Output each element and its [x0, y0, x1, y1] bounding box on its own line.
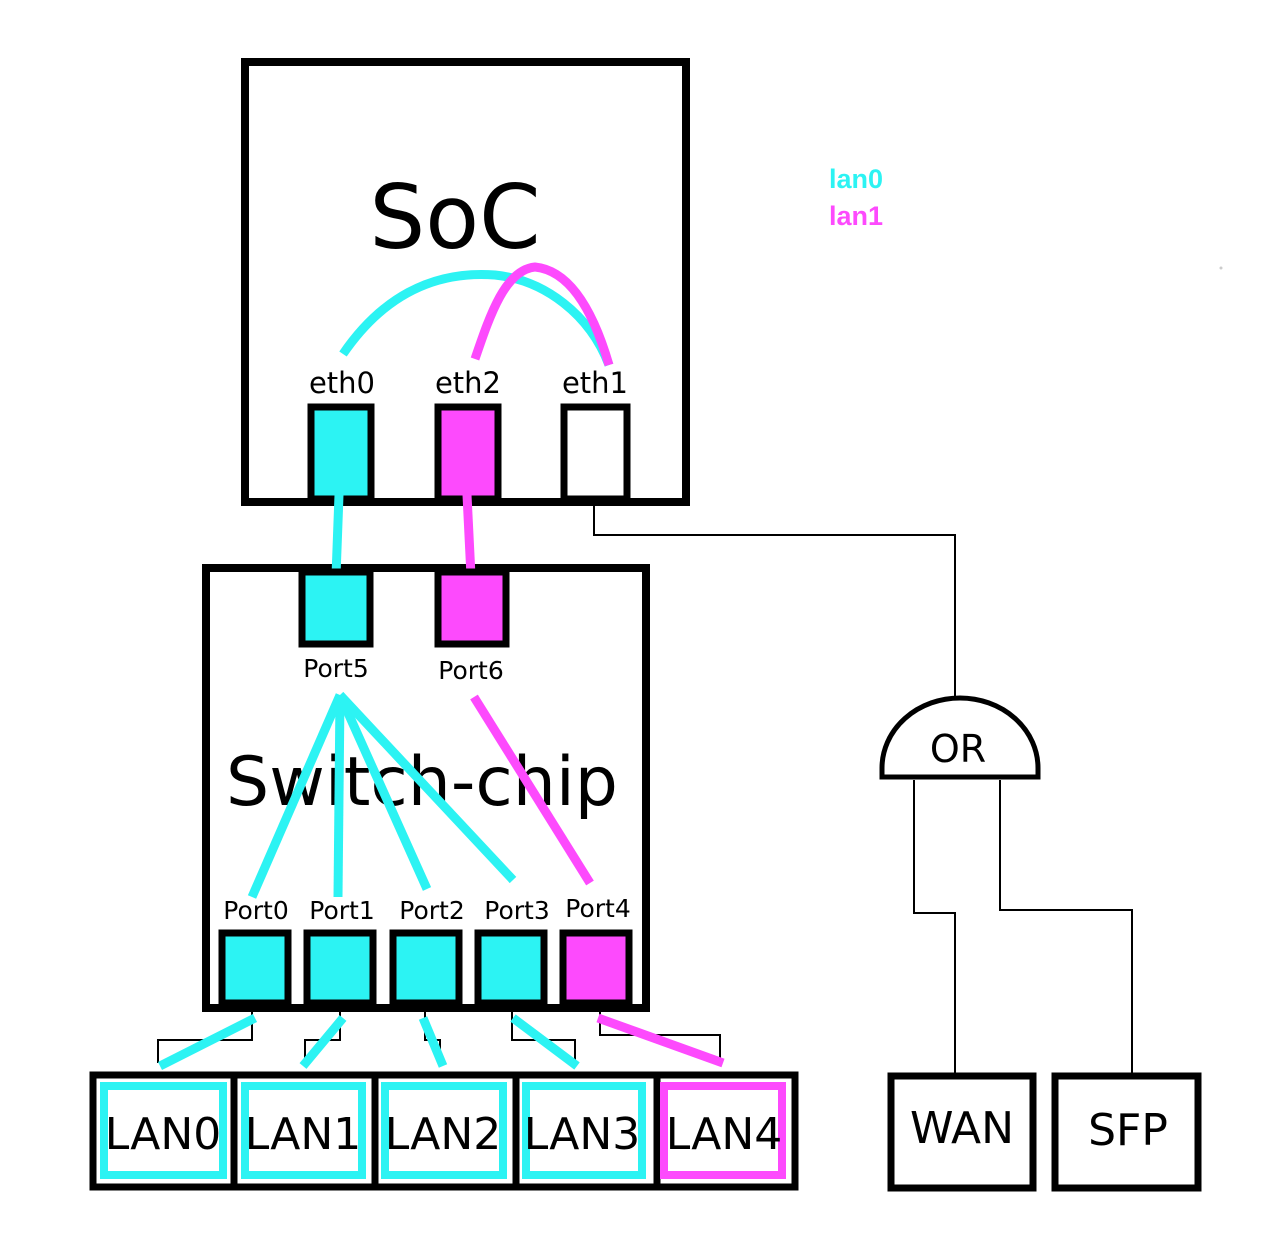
link-port2-lan2: [418, 1016, 448, 1068]
link-eth2-eth1-lan1: [470, 262, 614, 367]
switch-port-label-port0: Port0: [223, 896, 288, 925]
lan-jack-label-lan4: LAN4: [666, 1109, 783, 1160]
legend-lan0: lan0: [829, 164, 883, 194]
link-port3-lan3: [510, 1014, 580, 1070]
switch-port-port4: [559, 929, 633, 1007]
lan-jack-lan0: LAN0: [89, 1071, 238, 1191]
soc-port-eth2: [434, 403, 502, 503]
soc-port-label-eth2: eth2: [435, 366, 501, 400]
switch-port-port2: [389, 929, 463, 1007]
link-port5-port0: [247, 693, 345, 899]
soc-port-eth0: [307, 403, 375, 503]
switch-port-port1: [303, 929, 377, 1007]
sfp-box: [1051, 1072, 1202, 1192]
lan-jack-label-lan2: LAN2: [385, 1109, 502, 1160]
link-port0-lan0: [157, 1013, 258, 1071]
lan-jack-lan2: LAN2: [371, 1071, 520, 1191]
switch-port-label-port3: Port3: [484, 896, 549, 925]
soc-port-label-eth1: eth1: [562, 366, 628, 400]
link-port5-port1: [333, 694, 345, 898]
switch-port-label-port1: Port1: [309, 896, 374, 925]
link-eth0-eth1-lan0: [339, 269, 614, 367]
soc-title: SoC: [369, 166, 540, 269]
link-port5-port2: [335, 693, 432, 891]
wan-box: [887, 1072, 1037, 1192]
lan-jack-lan1: LAN1: [230, 1071, 379, 1191]
link-eth0-port5: [331, 494, 344, 577]
or-gate-label: OR: [930, 727, 986, 771]
link-or-sfp: [999, 780, 1133, 1076]
switch-port-port3: [474, 929, 548, 1007]
soc-port-eth1: [560, 403, 631, 503]
stray-dot: [1219, 266, 1223, 270]
switch-port-label-port2: Port2: [399, 896, 464, 925]
switch-cpu-port-port5: [298, 568, 374, 648]
lan-jack-label-lan0: LAN0: [105, 1109, 222, 1160]
lan-jack-label-lan1: LAN1: [245, 1109, 362, 1160]
lan-jack-lan4: LAN4: [653, 1071, 799, 1191]
switch-port-port0: [218, 929, 292, 1007]
soc-port-label-eth0: eth0: [309, 366, 375, 400]
lan-jack-lan3: LAN3: [512, 1071, 661, 1191]
link-or-wan: [913, 780, 956, 1076]
connector-port0-lan0: [157, 1008, 253, 1063]
sfp-label: SFP: [1088, 1105, 1168, 1156]
link-eth2-port6: [462, 494, 476, 577]
link-port5-port3: [336, 691, 517, 884]
switch-cpu-port-port6: [434, 568, 510, 648]
or-gate: [879, 695, 1041, 780]
legend-lan1: lan1: [829, 201, 883, 231]
switch-cpu-port-label-port6: Port6: [438, 656, 503, 685]
switch-port-label-port4: Port4: [565, 894, 630, 923]
link-port6-port4: [470, 694, 594, 886]
lan-jack-label-lan3: LAN3: [524, 1109, 641, 1160]
switch-cpu-port-label-port5: Port5: [303, 654, 368, 683]
link-eth1-or: [593, 502, 956, 697]
wan-label: WAN: [910, 1103, 1014, 1154]
link-port1-lan1: [299, 1015, 347, 1069]
link-port4-lan4: [596, 1013, 725, 1068]
